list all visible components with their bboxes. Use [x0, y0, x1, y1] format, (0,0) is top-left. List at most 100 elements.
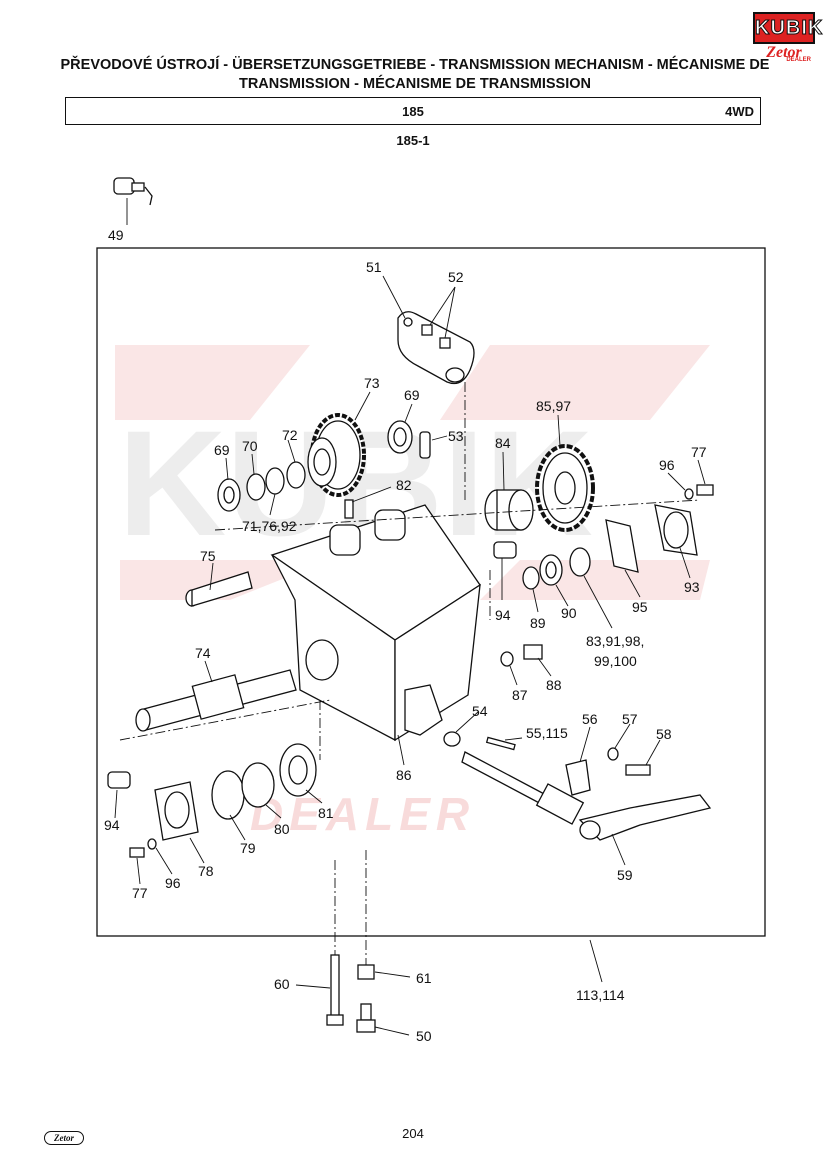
page-title: PŘEVODOVÉ ÚSTROJÍ - ÜBERSETZUNGSGETRIEBE…	[60, 57, 770, 92]
bolt-60	[330, 954, 340, 1021]
bolt-58	[625, 764, 651, 776]
watermark-dealer: DEALER	[250, 788, 475, 840]
label-50: 50	[416, 1028, 432, 1044]
footer-zetor-logo: Zetor	[44, 1131, 84, 1145]
label-88: 88	[546, 677, 562, 693]
logo-brand: Zetor	[766, 44, 802, 61]
label-95: 95	[632, 599, 648, 615]
label-94-lower: 94	[104, 817, 120, 833]
gear-73	[307, 413, 366, 497]
label-85-97: 85,97	[536, 398, 571, 414]
cover-78	[154, 781, 199, 841]
ring-83	[569, 547, 591, 577]
label-94-upper: 94	[495, 607, 511, 623]
label-82: 82	[396, 477, 412, 493]
plug-88	[523, 644, 543, 660]
shift-fork-51	[397, 311, 475, 385]
logo-dealer: DEALER	[786, 57, 811, 63]
ring-70	[246, 473, 266, 501]
label-96-upper: 96	[659, 457, 675, 473]
shaft-74	[135, 669, 297, 732]
label-52: 52	[448, 269, 464, 285]
label-81: 81	[318, 805, 334, 821]
washer-57	[607, 747, 619, 761]
page-number: 204	[402, 1126, 424, 1141]
label-74: 74	[195, 645, 211, 661]
seal-80	[241, 762, 275, 808]
label-59: 59	[617, 867, 633, 883]
diagram-frame	[96, 247, 766, 937]
bolt-50	[360, 1003, 372, 1021]
label-56: 56	[582, 711, 598, 727]
label-69-upper: 69	[404, 387, 420, 403]
label-57: 57	[622, 711, 638, 727]
gasket-95	[605, 519, 639, 573]
label-73: 73	[364, 375, 380, 391]
part-labels: 49 51 52 73 69 53 85,97 69 70 72 84 77 9…	[104, 227, 707, 1044]
label-53: 53	[448, 428, 464, 444]
label-89: 89	[530, 615, 546, 631]
label-83-91-98: 83,91,98,	[586, 633, 644, 649]
label-60: 60	[274, 976, 290, 992]
label-99-100: 99,100	[594, 653, 637, 669]
kubik-zetor-logo: KUBIK Zetor DEALER	[753, 12, 824, 64]
bolt-77-lower	[129, 847, 145, 858]
group-number: 185	[402, 104, 424, 119]
label-54: 54	[472, 703, 488, 719]
label-77-lower: 77	[132, 885, 148, 901]
logo-badge: KUBIK	[753, 12, 824, 44]
label-51: 51	[366, 259, 382, 275]
label-71-76-92: 71,76,92	[242, 518, 297, 534]
breather-49	[113, 177, 153, 206]
gear-85	[535, 444, 595, 532]
guide-lines	[119, 382, 701, 965]
washer-96-lower	[147, 838, 157, 850]
label-113-114: 113,114	[576, 987, 625, 1003]
label-79: 79	[240, 840, 256, 856]
label-69-left: 69	[214, 442, 230, 458]
key-55	[485, 736, 516, 751]
gearbox-housing-86	[270, 504, 481, 742]
bolt-77-upper	[696, 484, 714, 496]
label-55-115: 55,115	[526, 725, 568, 741]
label-58: 58	[656, 726, 672, 742]
breather-94-upper	[493, 541, 517, 559]
ring-79	[211, 770, 245, 820]
label-86: 86	[396, 767, 412, 783]
pin-82	[344, 499, 354, 519]
ring-72	[286, 461, 306, 489]
label-75: 75	[200, 548, 216, 564]
group-header: 185 4WD	[65, 97, 761, 125]
nut-61	[357, 964, 375, 980]
label-72: 72	[282, 427, 298, 443]
label-61: 61	[416, 970, 432, 986]
sleeve-84	[484, 489, 534, 531]
ring-71	[265, 467, 285, 495]
label-49: 49	[108, 227, 124, 243]
variant-label: 4WD	[725, 104, 754, 119]
leader-lines	[114, 198, 706, 1036]
plate-56	[565, 759, 591, 796]
logo-text: KUBIK	[755, 17, 824, 40]
label-93: 93	[684, 579, 700, 595]
label-90: 90	[561, 605, 577, 621]
seal-54	[443, 731, 461, 747]
label-70: 70	[242, 438, 258, 454]
figure-reference: 185-1	[396, 133, 430, 148]
ring-89	[522, 566, 540, 590]
logo-sub: Zetor DEALER	[757, 44, 811, 64]
label-87: 87	[512, 687, 528, 703]
shaft-75	[185, 571, 253, 607]
shift-lever-59	[461, 751, 712, 841]
label-77-upper: 77	[691, 444, 707, 460]
label-80: 80	[274, 821, 290, 837]
label-84: 84	[495, 435, 511, 451]
parts-drawing	[107, 177, 714, 1033]
breather-94-lower	[107, 771, 131, 789]
washer-87	[500, 651, 514, 667]
cover-93	[654, 504, 698, 556]
washer-96-upper	[684, 488, 694, 500]
label-78: 78	[198, 863, 214, 879]
pin-53	[419, 431, 431, 459]
